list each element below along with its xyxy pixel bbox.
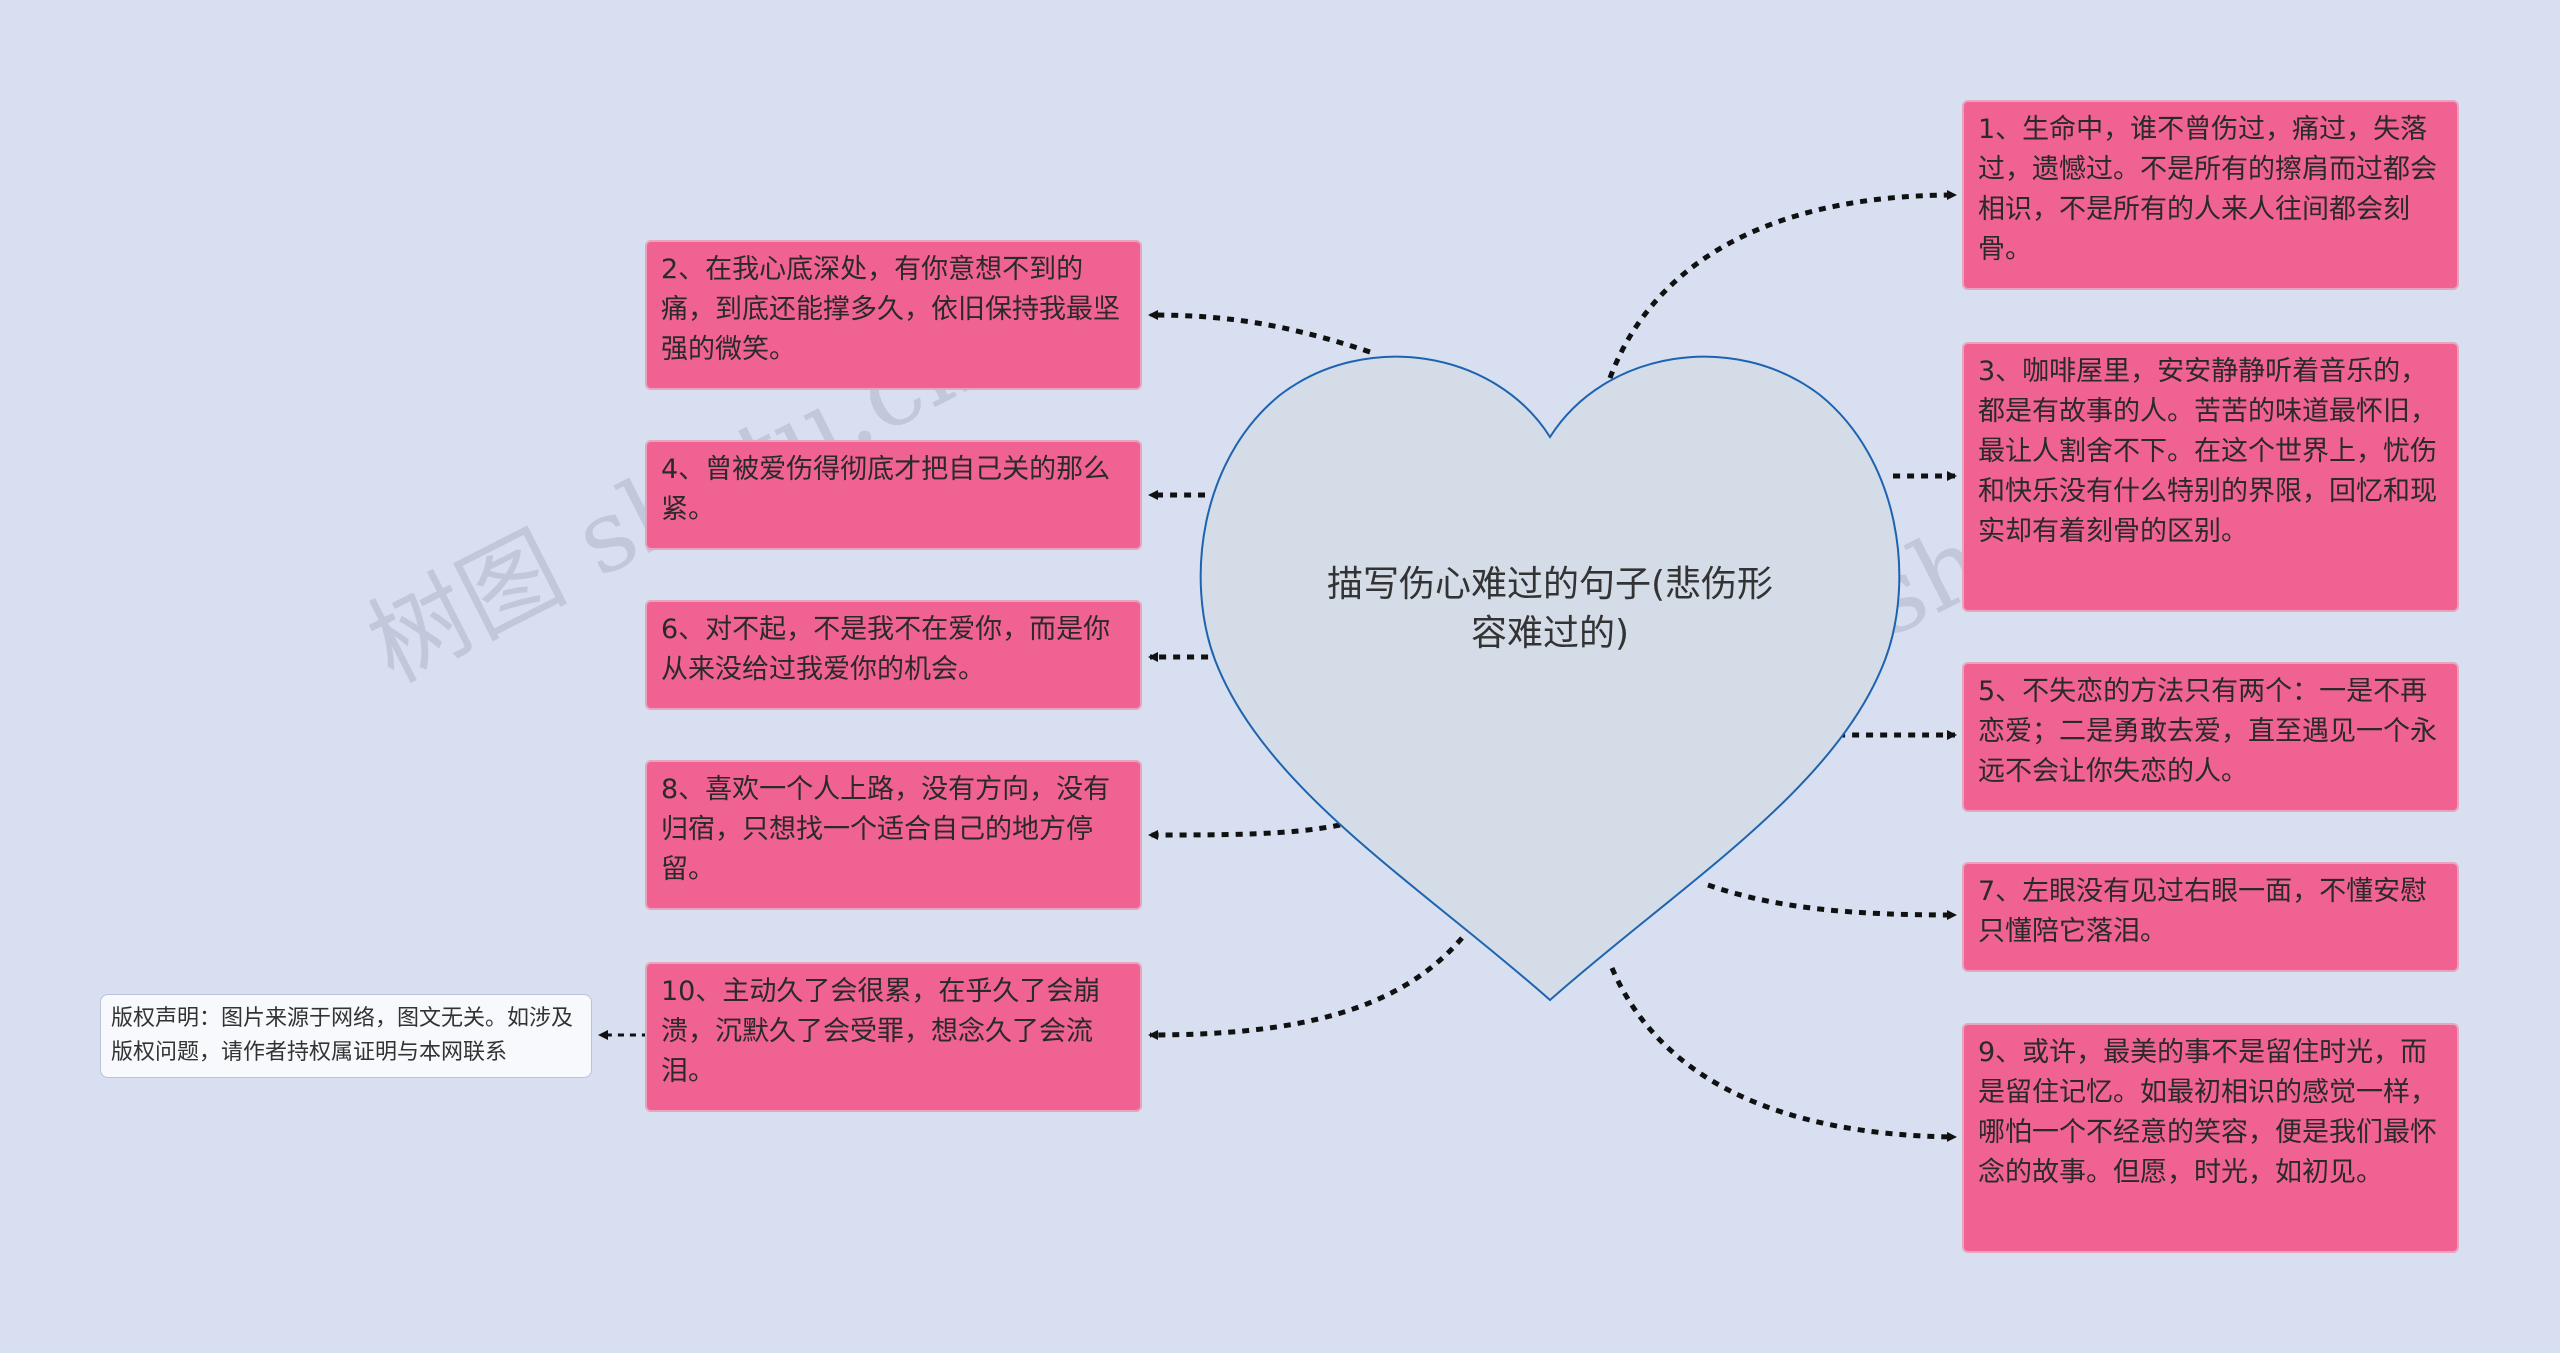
topic-node-1[interactable]: 1、生命中，谁不曾伤过，痛过，失落过，遗憾过。不是所有的擦肩而过都会相识，不是所… [1962,100,2459,290]
connector-line [1607,190,1957,379]
topic-node-6[interactable]: 6、对不起，不是我不在爱你，而是你从来没给过我爱你的机会。 [645,600,1142,710]
topic-node-7[interactable]: 7、左眼没有见过右眼一面，不懂安慰只懂陪它落泪。 [1962,862,2459,972]
topic-node-2[interactable]: 2、在我心底深处，有你意想不到的痛，到底还能撑多久，依旧保持我最坚强的微笑。 [645,240,1142,390]
connector-line [1609,967,1957,1142]
topic-node-9[interactable]: 9、或许，最美的事不是留住时光，而是留住记忆。如最初相识的感觉一样，哪怕一个不经… [1962,1023,2459,1253]
central-topic: 描写伤心难过的句子(悲伤形容难过的) [1326,564,1774,654]
topic-node-8[interactable]: 8、喜欢一个人上路，没有方向，没有归宿，只想找一个适合自己的地方停留。 [645,760,1142,910]
copyright-notice: 版权声明：图片来源于网络，图文无关。如涉及版权问题，请作者持权属证明与本网联系 [100,994,592,1078]
connector-line [1148,936,1464,1040]
topic-node-10[interactable]: 10、主动久了会很累，在乎久了会崩溃，沉默久了会受罪，想念久了会流泪。 [645,962,1142,1112]
topic-node-4[interactable]: 4、曾被爱伤得彻底才把自己关的那么紧。 [645,440,1142,550]
topic-node-3[interactable]: 3、咖啡屋里，安安静静听着音乐的，都是有故事的人。苦苦的味道最怀旧，最让人割舍不… [1962,342,2459,612]
topic-node-5[interactable]: 5、不失恋的方法只有两个：一是不再恋爱；二是勇敢去爱，直至遇见一个永远不会让你失… [1962,662,2459,812]
heart-shape [1199,355,1901,1002]
connector-line [1148,310,1371,355]
connector-line [1707,882,1957,920]
connector-line [1148,822,1341,840]
